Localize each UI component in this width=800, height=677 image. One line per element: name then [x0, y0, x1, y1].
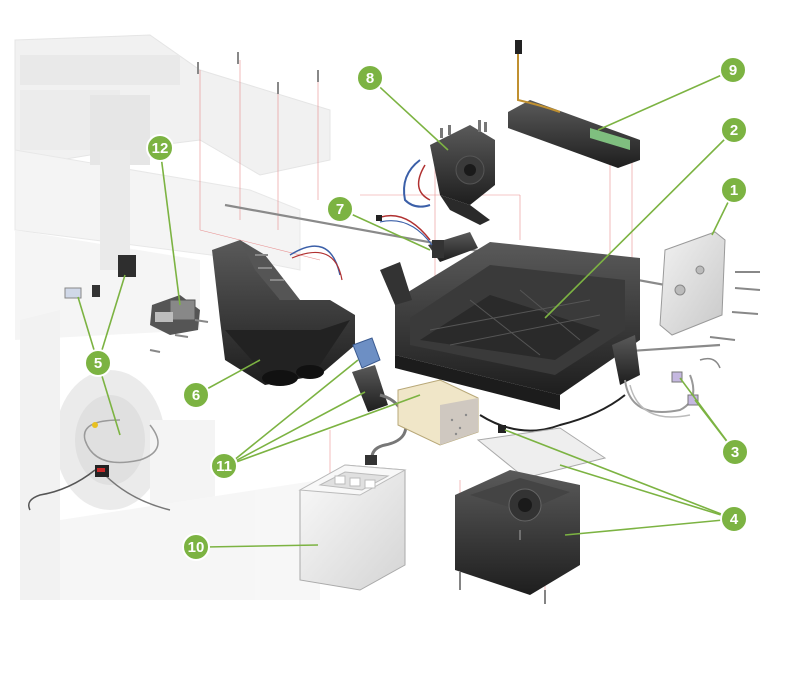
svg-text:6: 6: [192, 387, 200, 404]
leader-7: [339, 208, 431, 251]
svg-text:1: 1: [730, 182, 738, 199]
part-1-side-plate: [659, 231, 761, 341]
callout-10: 10: [182, 533, 210, 561]
leader-11c: [227, 394, 421, 466]
svg-text:7: 7: [336, 201, 344, 218]
leader-2: [544, 129, 735, 319]
part-12-bracket: [150, 295, 200, 335]
absorber-block: [397, 379, 479, 446]
leader-9: [597, 69, 734, 131]
svg-text:10: 10: [188, 539, 205, 556]
leader-12: [159, 147, 181, 306]
callout-11: 11: [210, 452, 238, 480]
printer-frame-ghost: [14, 34, 331, 600]
callout-badges: 1 2 3 4 5 6 7 8 9 10 11 12: [84, 56, 749, 561]
part-4-fan-assembly: [455, 425, 607, 604]
part-3-clips-and-tubes: [612, 335, 721, 418]
callout-3: 3: [721, 438, 749, 466]
callout-12: 12: [146, 134, 174, 162]
leader-4b: [559, 464, 735, 520]
callout-1: 1: [720, 176, 748, 204]
svg-text:11: 11: [216, 458, 232, 475]
part-8-motor-assembly: [403, 120, 495, 225]
leader-8: [369, 77, 449, 151]
callout-9: 9: [719, 56, 747, 84]
svg-text:5: 5: [94, 355, 102, 372]
leader-11a: [227, 359, 359, 466]
callout-8: 8: [356, 64, 384, 92]
part-9-sensor-board: [508, 40, 640, 168]
part-10-waste-tank: [298, 464, 407, 591]
leader-4c: [504, 429, 735, 520]
leader-4a: [564, 518, 735, 536]
svg-text:8: 8: [366, 70, 374, 87]
leader-6: [204, 359, 261, 391]
callout-4: 4: [720, 505, 748, 533]
leader-11b: [227, 391, 366, 466]
callout-2: 2: [720, 116, 748, 144]
part-11-pump-tubes: [352, 337, 408, 465]
screws: [149, 52, 319, 353]
svg-text:2: 2: [730, 122, 738, 139]
part-5-cables-sensors: [28, 255, 171, 511]
callout-7: 7: [326, 195, 354, 223]
svg-text:12: 12: [152, 140, 169, 157]
svg-text:3: 3: [731, 444, 739, 461]
callout-6: 6: [182, 381, 210, 409]
leader-5a: [97, 274, 126, 364]
callout-5: 5: [84, 349, 112, 377]
part-7-sensor: [376, 214, 478, 262]
svg-text:4: 4: [730, 511, 739, 528]
svg-text:9: 9: [729, 62, 737, 79]
leader-10: [204, 544, 319, 548]
leader-3b: [679, 377, 736, 453]
